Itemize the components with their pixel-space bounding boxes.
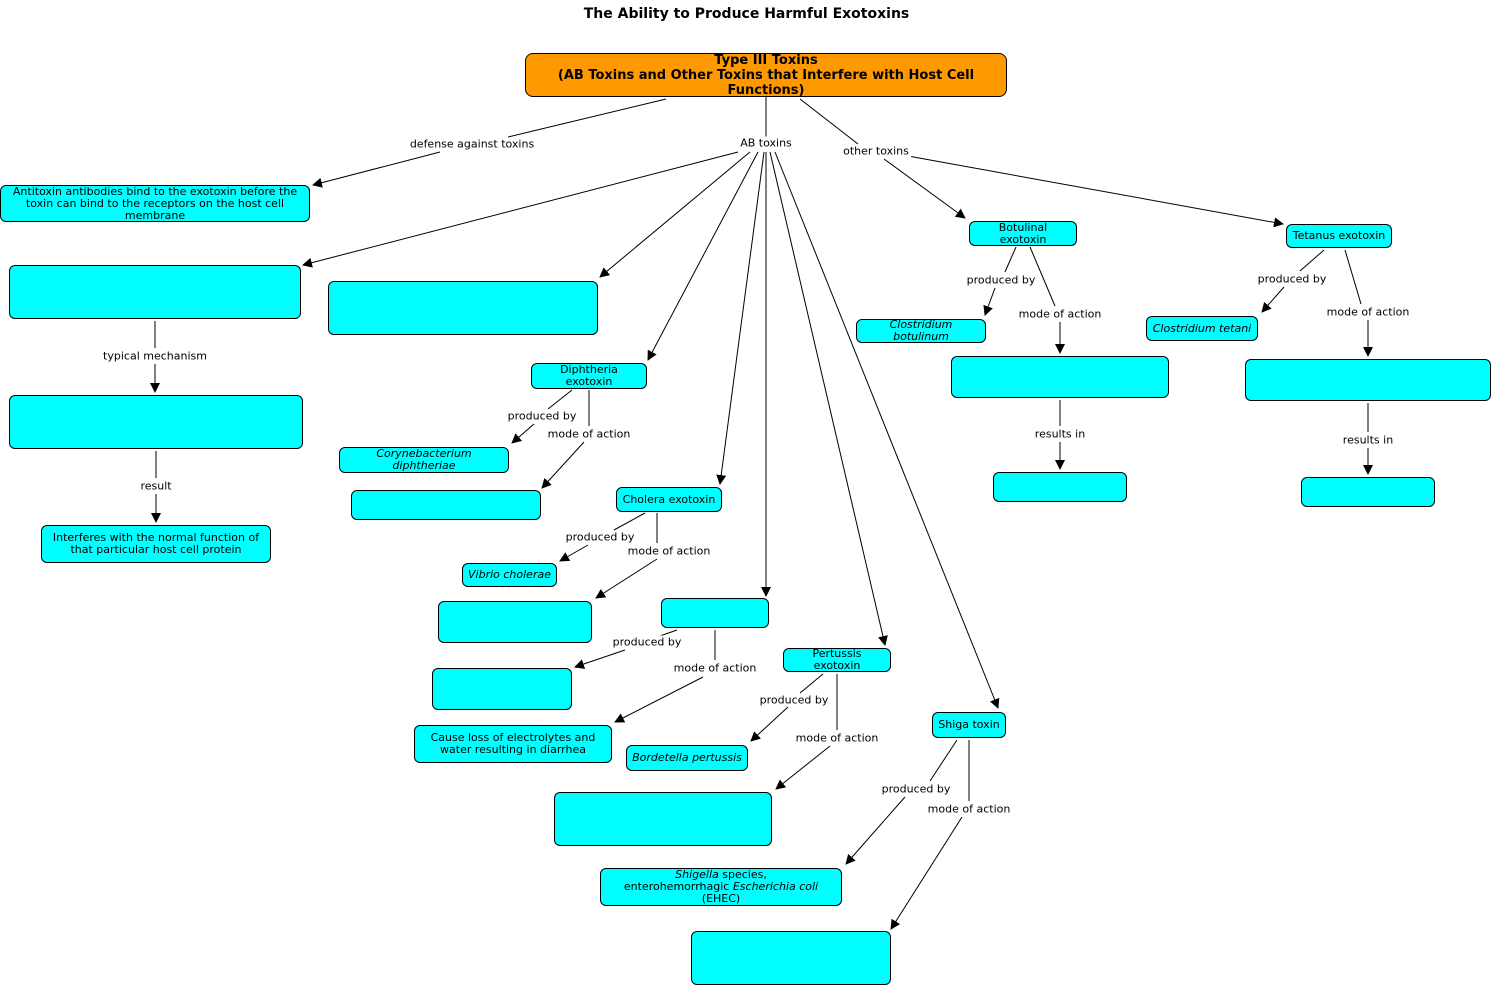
link-diph-produced (547, 389, 573, 410)
node-blank-ab-toxin[interactable] (661, 598, 769, 628)
label-botulinal-mode-of-action: mode of action (1016, 307, 1104, 321)
ehec-line: enterohemorrhagic Escherichia coli (EHEC… (605, 881, 837, 905)
ehec-prefix: enterohemorrhagic (623, 880, 730, 893)
label-diphtheria-produced-by: produced by (505, 409, 579, 423)
label-typical-mechanism: typical mechanism (101, 349, 209, 363)
label-tetanus-produced-by: produced by (1255, 272, 1329, 286)
root-line-2: (AB Toxins and Other Toxins that Interfe… (557, 67, 975, 98)
label-other-toxins: other toxins (841, 144, 911, 158)
node-vibrio-cholerae[interactable]: Vibrio cholerae (462, 563, 557, 587)
node-blank-botulinal-result[interactable] (993, 472, 1127, 502)
node-pertussis-exotoxin[interactable]: Pertussis exotoxin (783, 648, 891, 672)
link-unnamed-mode-box (614, 676, 704, 723)
link-chol-produced-org (559, 544, 589, 562)
shigella-species: species, (722, 868, 767, 881)
link-bot-mode (1029, 246, 1056, 307)
label-pertussis-mode-of-action: mode of action (793, 731, 881, 745)
node-blank-botulinal-action[interactable] (951, 356, 1169, 398)
node-blank-produced[interactable] (432, 668, 572, 710)
node-cholera-exotoxin[interactable]: Cholera exotoxin (616, 487, 722, 512)
node-blank-tetanus-result[interactable] (1301, 477, 1435, 507)
link-chol-produced (613, 512, 646, 531)
link-ab-diphtheria (647, 151, 759, 361)
link-bot-produced-org (983, 287, 996, 316)
link-diph-mode-box (541, 441, 585, 489)
node-blank-mechanism[interactable] (9, 395, 303, 449)
link-ab-box1 (302, 151, 739, 268)
root-node-type-iii-toxins[interactable]: Type III Toxins (AB Toxins and Other Tox… (525, 52, 1007, 98)
label-result: result (138, 479, 174, 493)
node-blank-cholera-action[interactable] (438, 601, 592, 643)
link-tet-mode (1344, 249, 1362, 305)
label-diphtheria-mode-of-action: mode of action (545, 427, 633, 441)
link-pert-produced (799, 673, 824, 694)
link-shiga-mode-box (890, 816, 963, 930)
node-clostridium-botulinum[interactable]: Clostridium botulinum (856, 319, 986, 343)
link-other-botulinal (883, 158, 966, 219)
root-line-1: Type III Toxins (714, 52, 818, 68)
node-shiga-toxin[interactable]: Shiga toxin (932, 712, 1006, 738)
label-tetanus-results-in: results in (1340, 433, 1396, 447)
link-tet-produced-org (1261, 286, 1285, 313)
link-pert-produced-org (750, 706, 789, 742)
label-tetanus-mode-of-action: mode of action (1324, 305, 1412, 319)
link-root-other (799, 98, 859, 145)
link-other-tetanus (907, 155, 1284, 228)
node-blank-tetanus-action[interactable] (1245, 359, 1491, 401)
link-chol-mode-box (595, 558, 658, 599)
link-unnamed-produced (659, 629, 678, 637)
label-cholera-mode-of-action: mode of action (625, 544, 713, 558)
node-corynebacterium-diphtheriae[interactable]: Corynebacterium diphtheriae (339, 447, 509, 473)
label-unnamed-produced-by: produced by (610, 635, 684, 649)
node-blank-ab-1[interactable] (9, 265, 301, 319)
node-interferes[interactable]: Interferes with the normal function of t… (41, 525, 271, 563)
link-root-defense (507, 98, 667, 138)
link-shiga-produced-org (845, 796, 906, 865)
label-ab-toxins: AB toxins (738, 136, 794, 150)
shigella-line: Shigella species, (675, 869, 767, 881)
label-shiga-mode-of-action: mode of action (925, 802, 1013, 816)
node-blank-ab-2[interactable] (328, 281, 598, 335)
link-diph-produced-org (511, 423, 535, 444)
label-botulinal-results-in: results in (1032, 427, 1088, 441)
node-bordetella-pertussis[interactable]: Bordetella pertussis (626, 745, 748, 771)
node-tetanus-exotoxin[interactable]: Tetanus exotoxin (1286, 224, 1392, 248)
link-bot-produced (1004, 246, 1017, 273)
link-shiga-produced (929, 739, 958, 782)
node-electrolytes-diarrhea[interactable]: Cause loss of electrolytes and water res… (414, 725, 612, 763)
label-unnamed-mode-of-action: mode of action (671, 661, 759, 675)
link-unnamed-produced-box (574, 649, 626, 669)
node-shigella-ehec[interactable]: Shigella species, enterohemorrhagic Esch… (600, 868, 842, 906)
node-antitoxin[interactable]: Antitoxin antibodies bind to the exotoxi… (0, 185, 310, 222)
label-botulinal-produced-by: produced by (964, 273, 1038, 287)
link-ab-box2 (599, 151, 751, 278)
shigella-genus: Shigella (675, 868, 719, 881)
node-botulinal-exotoxin[interactable]: Botulinal exotoxin (969, 221, 1077, 246)
node-blank-diphtheria-action[interactable] (351, 490, 541, 520)
node-diphtheria-exotoxin[interactable]: Diphtheria exotoxin (531, 363, 647, 389)
diagram-title: The Ability to Produce Harmful Exotoxins (583, 6, 910, 22)
node-clostridium-tetani[interactable]: Clostridium tetani (1146, 316, 1258, 341)
label-shiga-produced-by: produced by (879, 782, 953, 796)
node-blank-pertussis-action[interactable] (554, 792, 772, 846)
label-defense-against-toxins: defense against toxins (407, 137, 537, 151)
label-pertussis-produced-by: produced by (757, 693, 831, 707)
link-pert-mode-box (775, 745, 831, 790)
link-tet-produced (1299, 249, 1325, 272)
link-defense-antitoxin (312, 151, 441, 188)
link-ab-pertussis (769, 151, 888, 646)
ehec-escherichia-coli: Escherichia coli (732, 880, 819, 893)
link-ab-cholera (716, 151, 765, 485)
label-cholera-produced-by: produced by (563, 530, 637, 544)
node-blank-shiga-action[interactable] (691, 931, 891, 985)
ehec-suffix: (EHEC) (701, 892, 741, 905)
link-ab-shiga (774, 151, 1000, 709)
